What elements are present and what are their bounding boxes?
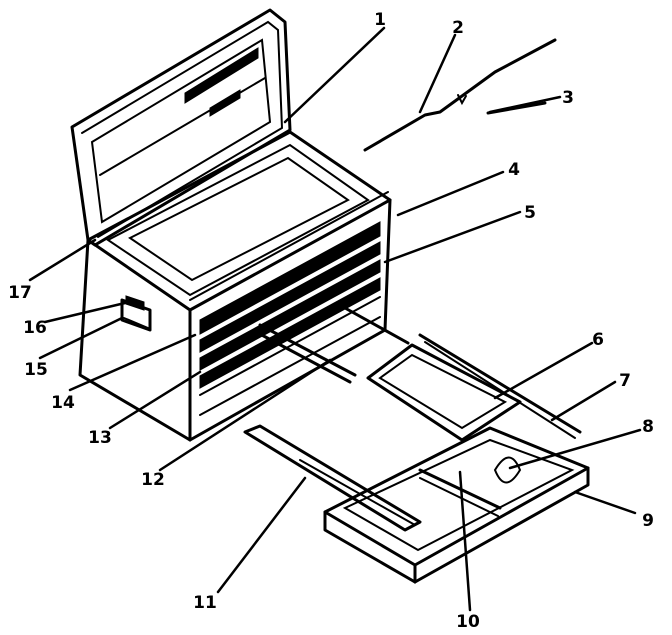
- callout-7: 7: [619, 371, 631, 391]
- leader-lines: [28, 26, 642, 612]
- callout-10: 10: [456, 612, 480, 632]
- callout-3: 3: [562, 88, 574, 108]
- drawer-side-rail: [243, 424, 422, 532]
- callout-11: 11: [193, 593, 217, 613]
- callout-9: 9: [642, 511, 654, 531]
- lid-stay: [363, 38, 557, 152]
- callout-14: 14: [51, 393, 75, 413]
- callout-4: 4: [508, 160, 520, 180]
- callout-8: 8: [642, 417, 654, 437]
- chest-lid: [70, 8, 292, 247]
- callout-6: 6: [592, 330, 604, 350]
- callout-17: 17: [8, 283, 32, 303]
- side-handle: [120, 295, 152, 332]
- callout-13: 13: [88, 428, 112, 448]
- callout-15: 15: [24, 360, 48, 380]
- drawer-slides: [256, 306, 410, 384]
- callout-16: 16: [23, 318, 47, 338]
- lower-drawer: [323, 426, 590, 584]
- callout-2: 2: [452, 18, 464, 38]
- callout-labels: 1 2 3 4 5 6 7 8 9 10 11 12 13 14 15 16 1…: [8, 10, 654, 632]
- drawer-tray: [366, 333, 582, 442]
- callout-1: 1: [374, 10, 386, 30]
- callout-12: 12: [141, 470, 165, 490]
- callout-5: 5: [524, 203, 536, 223]
- chest-body: [78, 130, 392, 442]
